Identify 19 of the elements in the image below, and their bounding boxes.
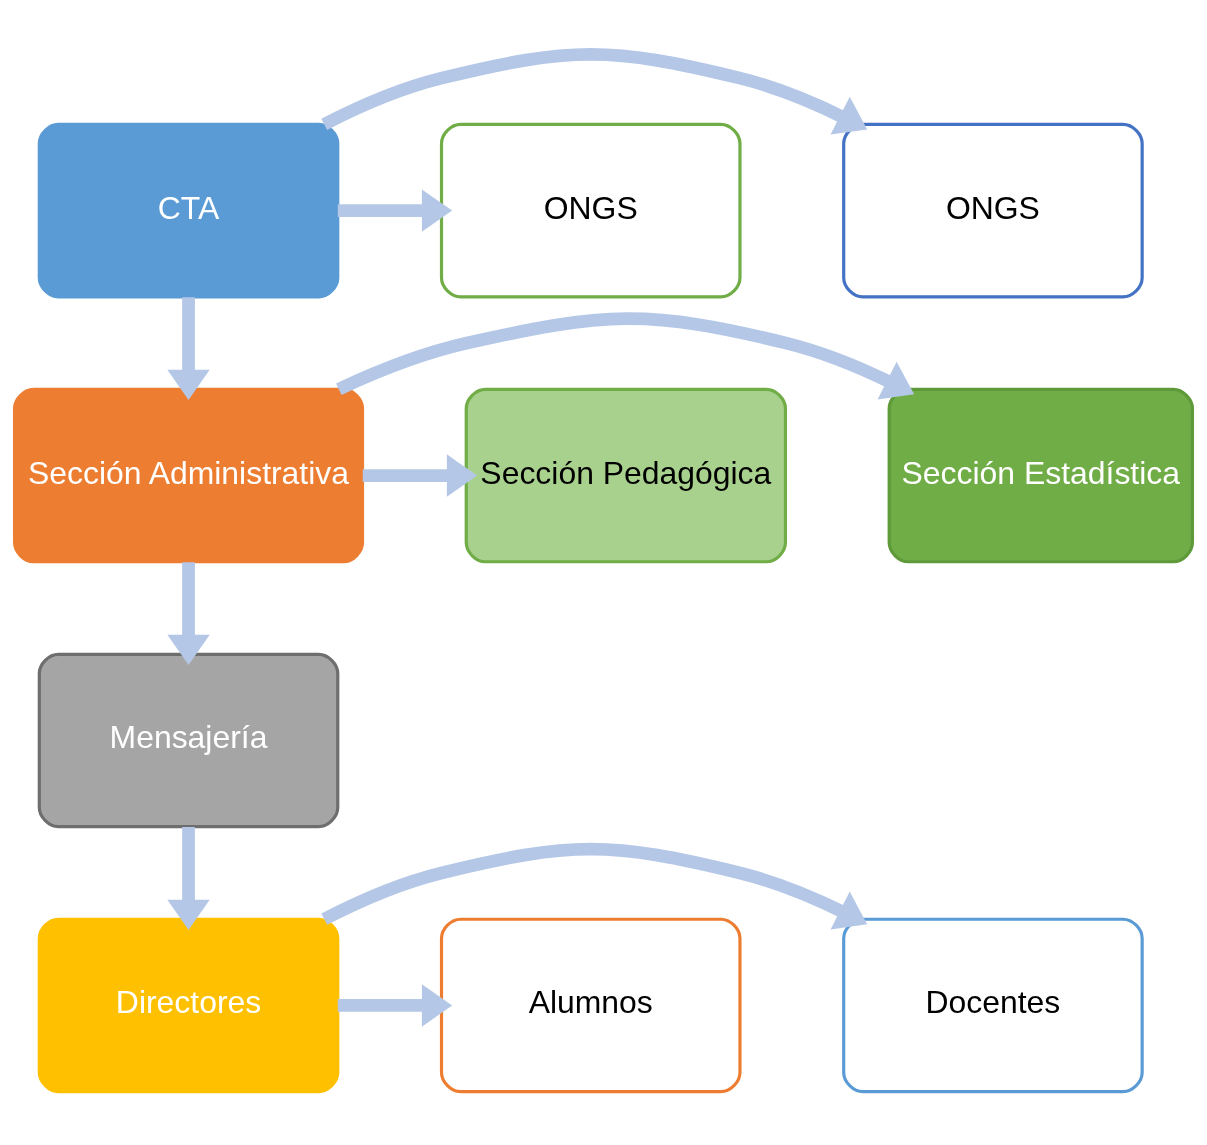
node-box: ONGS — [439, 122, 742, 298]
arrow — [336, 311, 915, 400]
node-box: Sección Pedagógica — [464, 387, 788, 563]
arrow — [167, 561, 210, 665]
node-box: Docentes — [842, 917, 1144, 1093]
node-box: CTA — [37, 122, 340, 298]
node-box: Directores — [37, 917, 340, 1093]
arrow — [362, 453, 478, 497]
node-box: Mensajería — [37, 652, 340, 828]
arrow — [321, 47, 868, 135]
node-box: Sección Administrativa — [12, 387, 365, 563]
arrow — [337, 983, 453, 1027]
arrow — [167, 296, 210, 400]
node-box: ONGS — [842, 122, 1144, 298]
node-box: Sección Estadística — [887, 387, 1195, 563]
arrow — [321, 842, 868, 929]
arrow — [167, 826, 210, 930]
arrow — [337, 188, 453, 232]
node-box: Alumnos — [439, 917, 742, 1093]
